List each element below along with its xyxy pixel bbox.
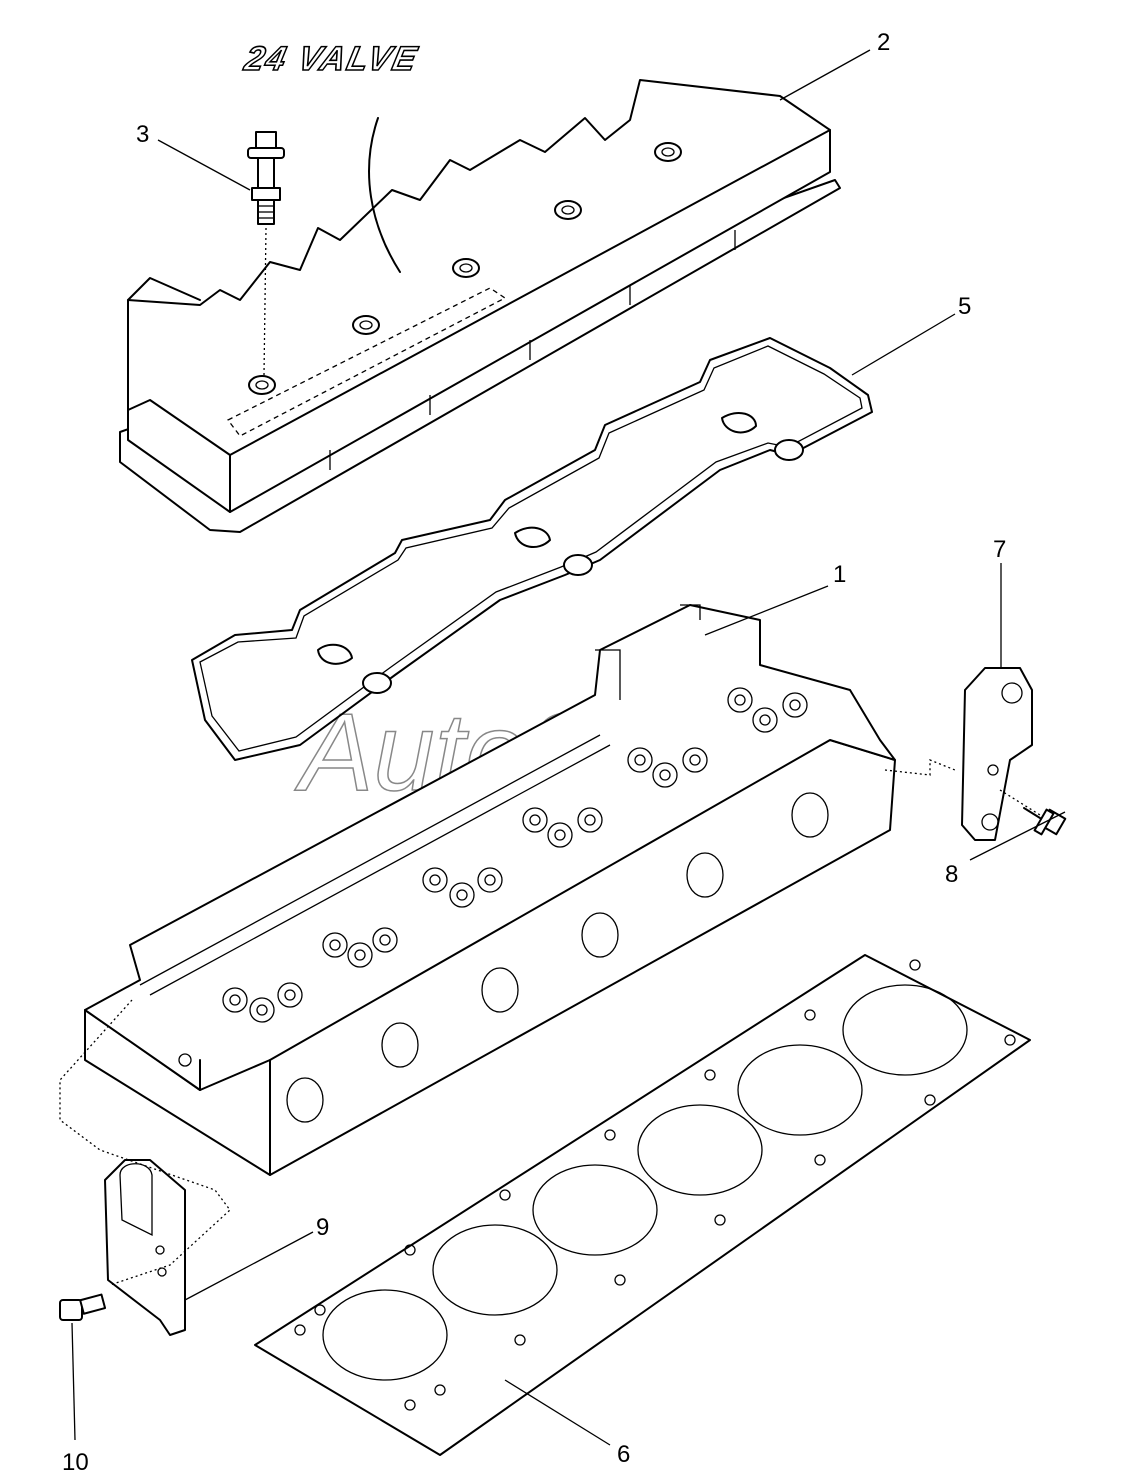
callout-5: 5 xyxy=(958,293,971,320)
callout-labels: 1 2 3 5 6 7 8 9 10 xyxy=(62,29,1006,1476)
leader-10 xyxy=(71,1322,76,1441)
cylinder-head xyxy=(84,604,896,1176)
leader-6 xyxy=(504,1379,611,1446)
lifting-bracket-rear xyxy=(884,667,1041,841)
leader-lines xyxy=(71,49,1066,1446)
bracket-bolt-front xyxy=(59,1293,107,1321)
callout-6: 6 xyxy=(617,1441,630,1468)
leader-9 xyxy=(184,1231,314,1301)
head-gasket xyxy=(254,954,1031,1456)
callout-3: 3 xyxy=(136,121,149,148)
emblem-24-valve: 24 VALVE xyxy=(240,40,421,78)
cover-bolt xyxy=(247,131,285,376)
leader-8 xyxy=(969,811,1066,861)
bracket-bolt-rear xyxy=(1023,807,1067,836)
leader-3 xyxy=(157,139,251,191)
lifting-bracket-front xyxy=(59,999,231,1336)
callout-9: 9 xyxy=(316,1214,329,1241)
leader-2 xyxy=(779,49,871,101)
callout-2: 2 xyxy=(877,29,890,56)
rocker-cover-gasket xyxy=(191,337,873,761)
callout-7: 7 xyxy=(993,536,1006,563)
callout-8: 8 xyxy=(945,861,958,888)
leader-5 xyxy=(851,313,956,376)
callout-10: 10 xyxy=(62,1449,89,1476)
callout-1: 1 xyxy=(833,561,846,588)
rocker-cover xyxy=(119,79,841,533)
leader-1 xyxy=(704,585,829,636)
